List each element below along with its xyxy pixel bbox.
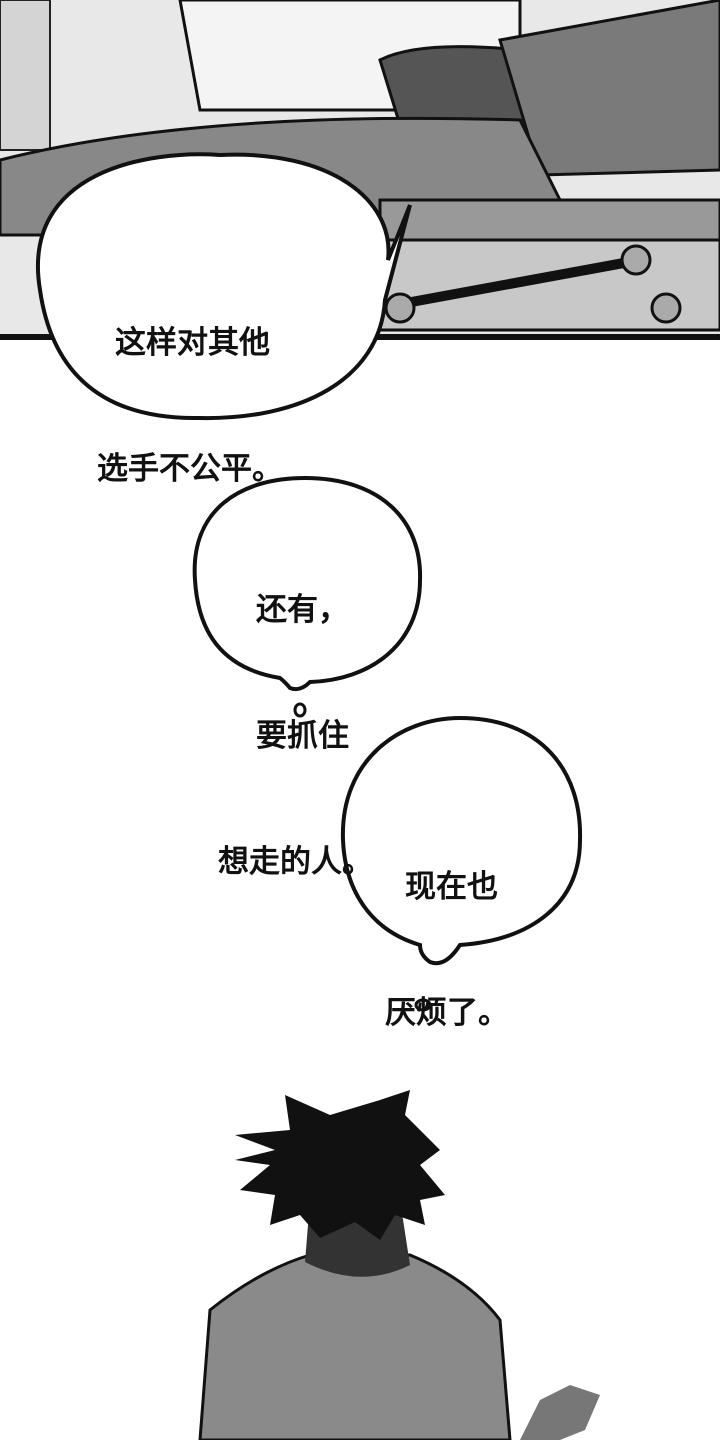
thought-2-line-2: 厌烦了。 <box>385 995 509 1031</box>
thought-1-line-3: 想走的人。 <box>218 844 373 880</box>
character-back-view <box>198 1090 600 1440</box>
thought-2-line-1: 现在也 <box>405 869 498 905</box>
thought-bubble-1: 还有， 要抓住 想走的人。 <box>218 505 373 967</box>
thought-1-line-1: 还有， <box>256 592 349 628</box>
thought-bubble-1-shape <box>192 475 423 718</box>
thought-bubble-2: 现在也 厌烦了。 <box>385 782 509 1118</box>
speech-line-2: 选手不公平。 <box>97 451 283 487</box>
thought-bubble-2-shape <box>340 715 583 1012</box>
thought-1-line-2: 要抓住 <box>256 718 349 754</box>
speech-bubble: 这样对其他 选手不公平。 <box>97 238 283 574</box>
speech-line-1: 这样对其他 <box>115 325 270 361</box>
speech-bubble-shape <box>36 152 412 421</box>
